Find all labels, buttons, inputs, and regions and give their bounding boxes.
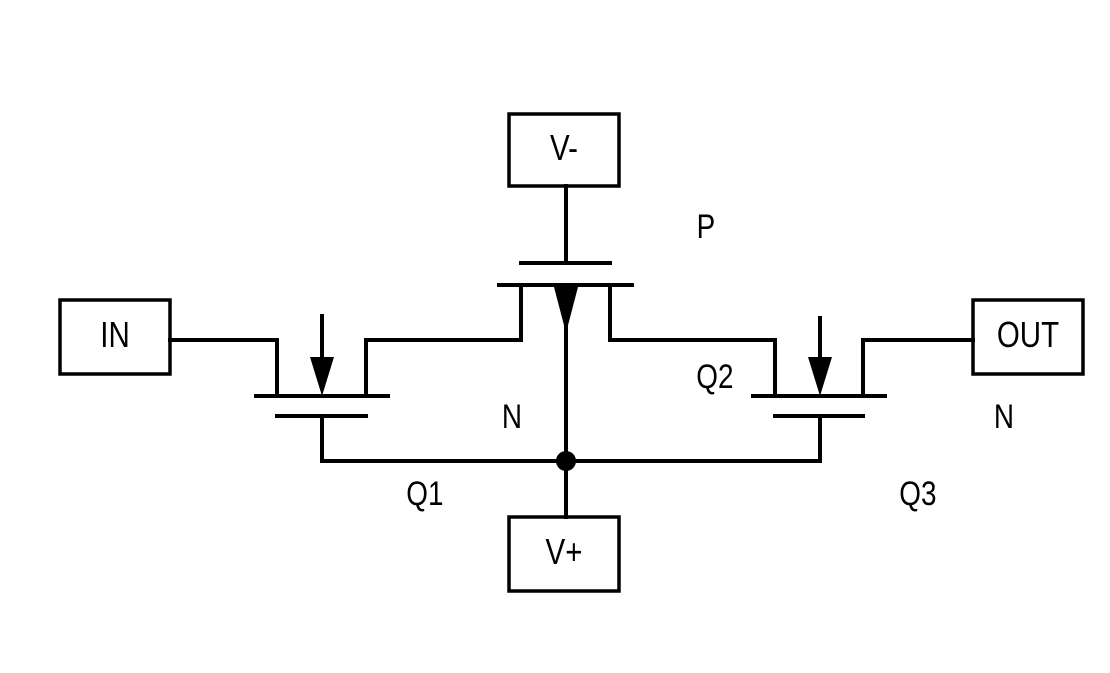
transistor-q2 bbox=[497, 261, 634, 333]
q1-name-label: Q1 bbox=[406, 474, 443, 512]
q3-name-label: Q3 bbox=[899, 474, 936, 512]
q3-arrow-icon bbox=[808, 357, 832, 396]
q2-type-label: P bbox=[697, 207, 716, 245]
q2-name-label: Q2 bbox=[696, 357, 733, 395]
terminal-in: IN bbox=[58, 298, 172, 376]
q2-arrow-icon bbox=[554, 287, 578, 333]
transistor-q3 bbox=[751, 316, 887, 418]
q1-type-label: N bbox=[502, 397, 522, 435]
terminal-v-plus: V+ bbox=[507, 515, 621, 593]
terminal-v-minus: V- bbox=[507, 112, 621, 188]
terminal-out-label: OUT bbox=[997, 314, 1059, 354]
terminal-out: OUT bbox=[971, 298, 1085, 376]
transistor-q1 bbox=[254, 314, 390, 418]
q3-type-label: N bbox=[994, 397, 1014, 435]
q1-arrow-icon bbox=[310, 357, 334, 396]
terminal-in-label: IN bbox=[100, 314, 130, 354]
terminal-v-minus-label: V- bbox=[550, 127, 578, 167]
junction-dot bbox=[556, 451, 576, 471]
terminal-v-plus-label: V+ bbox=[546, 531, 583, 571]
